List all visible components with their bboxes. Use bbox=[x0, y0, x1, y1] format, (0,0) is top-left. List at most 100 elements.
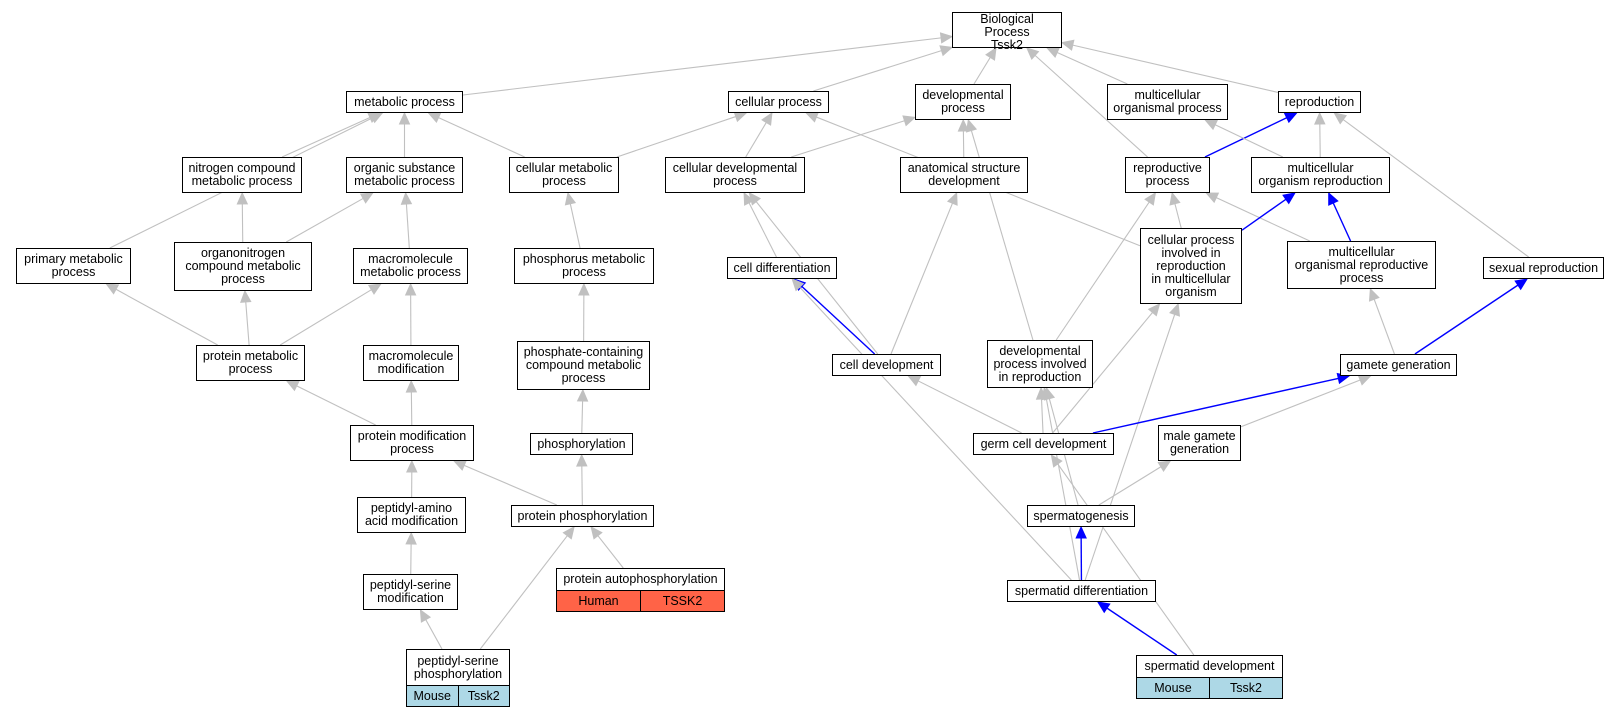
node-macro-mod[interactable]: macromolecule modification bbox=[363, 345, 459, 381]
edge-prot-mod-to-protein-met bbox=[285, 380, 376, 426]
node-primary[interactable]: primary metabolic process bbox=[16, 248, 131, 284]
node-anat[interactable]: anatomical structure development bbox=[900, 157, 1028, 193]
edge-line bbox=[890, 202, 954, 355]
node-label: spermatogenesis bbox=[1033, 508, 1129, 523]
edge-arrowhead bbox=[236, 191, 249, 205]
node-sexual[interactable]: sexual reproduction bbox=[1483, 257, 1604, 279]
edge-arrowhead bbox=[946, 191, 958, 206]
node-metabolic[interactable]: metabolic process bbox=[346, 91, 463, 113]
edge-orgnitro-to-organic bbox=[285, 192, 374, 243]
node-cell-diff[interactable]: cell differentiation bbox=[727, 257, 837, 279]
node-germ[interactable]: germ cell development bbox=[973, 433, 1114, 455]
edge-arrowhead bbox=[1333, 112, 1348, 125]
edge-spermatid-diff-to-cp-repro bbox=[1084, 302, 1180, 581]
node-label: multicellular organism reproduction bbox=[1258, 161, 1383, 188]
node-protein-met[interactable]: protein metabolic process bbox=[196, 345, 305, 381]
node-label: multicellular organismal reproductive pr… bbox=[1294, 244, 1429, 285]
edge-dev-repro-to-developmental bbox=[965, 118, 1034, 341]
edge-line bbox=[1342, 119, 1529, 258]
node-dev-repro[interactable]: developmental process involved in reprod… bbox=[987, 340, 1093, 388]
edge-arrowhead bbox=[939, 32, 954, 44]
node-cell-dev[interactable]: cell development bbox=[832, 354, 941, 376]
edge-line bbox=[438, 117, 525, 158]
edge-arrowhead bbox=[359, 192, 374, 204]
edge-arrowhead bbox=[1205, 192, 1220, 204]
node-phosphate[interactable]: phosphate-containing compound metabolic … bbox=[517, 341, 650, 390]
node-cp-repro[interactable]: cellular process involved in reproductio… bbox=[1140, 228, 1242, 304]
edge-autophos-to-prot-phos bbox=[590, 526, 624, 569]
node-nitrogen[interactable]: nitrogen compound metabolic process bbox=[182, 157, 302, 193]
gene-cell: Tssk2 bbox=[1209, 678, 1282, 698]
node-male-gamete[interactable]: male gamete generation bbox=[1158, 425, 1241, 461]
edge-arrowhead bbox=[404, 282, 417, 296]
node-orgnitro[interactable]: organonitrogen compound metabolic proces… bbox=[174, 242, 312, 291]
edge-prot-mod-to-macro-mod bbox=[405, 379, 418, 426]
edge-arrowhead bbox=[240, 289, 252, 303]
edge-arrowhead bbox=[369, 112, 384, 124]
edge-line bbox=[1045, 398, 1081, 581]
edge-arrowhead bbox=[805, 111, 819, 123]
edge-phosphorylation-to-phosphate bbox=[576, 388, 589, 434]
node-label: cellular developmental process bbox=[672, 161, 798, 188]
edge-line bbox=[462, 37, 942, 96]
node-peptidyl-serine-mod[interactable]: peptidyl-serine modification bbox=[363, 574, 458, 610]
edge-arrowhead bbox=[578, 282, 590, 296]
node-label: macromolecule metabolic process bbox=[360, 252, 461, 279]
node-label: peptidyl-serine modification bbox=[369, 578, 452, 605]
node-spermatid-diff[interactable]: spermatid differentiation bbox=[1007, 580, 1156, 602]
edge-arrowhead bbox=[965, 118, 978, 133]
edge-line bbox=[917, 380, 1022, 434]
edge-arrowhead bbox=[1368, 287, 1380, 302]
node-repro-proc[interactable]: reproductive process bbox=[1125, 157, 1210, 193]
edge-arrowhead bbox=[1169, 191, 1181, 206]
edge-arrowhead bbox=[1096, 601, 1111, 614]
node-bp[interactable]: Biological Process Tssk2 bbox=[952, 12, 1062, 52]
node-peptidyl-amino[interactable]: peptidyl-amino acid modification bbox=[357, 497, 466, 533]
edge-arrowhead bbox=[957, 118, 970, 132]
node-label: reproductive process bbox=[1133, 161, 1202, 188]
node-spermatogenesis[interactable]: spermatogenesis bbox=[1027, 505, 1135, 527]
edge-sexual-to-reproduction bbox=[1333, 112, 1529, 258]
edge-mc-org-repro-to-mc-repro bbox=[1328, 191, 1352, 242]
node-mc-org-repro[interactable]: multicellular organismal reproductive pr… bbox=[1287, 241, 1436, 289]
node-organic[interactable]: organic substance metabolic process bbox=[346, 157, 463, 193]
node-cellular[interactable]: cellular process bbox=[728, 91, 829, 113]
node-label: phosphate-containing compound metabolic … bbox=[523, 345, 644, 385]
node-mc-repro[interactable]: multicellular organism reproduction bbox=[1251, 157, 1390, 193]
node-reproduction[interactable]: reproduction bbox=[1278, 91, 1361, 113]
edge-line bbox=[1098, 466, 1162, 506]
edge-line bbox=[245, 301, 250, 346]
edge-arrowhead bbox=[791, 278, 805, 292]
node-label: nitrogen compound metabolic process bbox=[188, 161, 296, 188]
node-prot-phos[interactable]: protein phosphorylation bbox=[511, 505, 654, 527]
edge-line bbox=[1052, 312, 1153, 434]
edge-protein-met-to-macro-met bbox=[279, 283, 382, 346]
node-cell-metabolic[interactable]: cellular metabolic process bbox=[509, 157, 619, 193]
node-phos-met[interactable]: phosphorus metabolic process bbox=[514, 248, 654, 284]
node-gamete[interactable]: gamete generation bbox=[1340, 354, 1457, 376]
node-label: organic substance metabolic process bbox=[353, 161, 456, 188]
node-label: sexual reproduction bbox=[1488, 260, 1599, 275]
edge-line bbox=[801, 285, 876, 355]
edge-spermatid-diff-to-dev-repro bbox=[1040, 386, 1081, 581]
node-cell-dev-proc[interactable]: cellular developmental process bbox=[665, 157, 805, 193]
edge-line bbox=[463, 464, 558, 506]
edge-line bbox=[296, 385, 376, 426]
species-cell: Mouse bbox=[413, 688, 452, 703]
node-phosphorylation[interactable]: phosphorylation bbox=[530, 433, 633, 455]
edge-arrowhead bbox=[590, 526, 603, 540]
node-macro-met[interactable]: macromolecule metabolic process bbox=[353, 248, 468, 284]
edge-mc-repro-to-reproduction bbox=[1314, 111, 1326, 158]
edge-line bbox=[1084, 314, 1176, 581]
edge-pep-ser-phos-to-peptidyl-serine-mod bbox=[419, 608, 443, 650]
edge-line bbox=[1040, 398, 1044, 434]
node-label: male gamete generation bbox=[1163, 429, 1236, 456]
node-developmental[interactable]: developmental process bbox=[915, 84, 1011, 120]
edge-arrowhead bbox=[427, 112, 442, 124]
node-prot-mod[interactable]: protein modification process bbox=[350, 425, 474, 461]
node-multicellular-org[interactable]: multicellular organismal process bbox=[1107, 84, 1228, 120]
